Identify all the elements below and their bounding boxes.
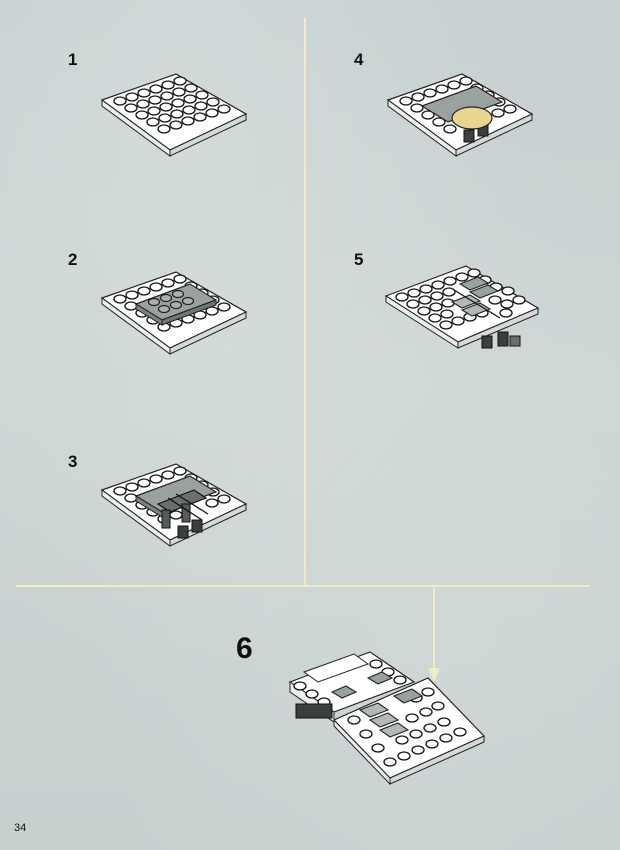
step-4-model	[386, 73, 534, 157]
lower-white-plate	[332, 677, 486, 786]
upper-white-assembly	[288, 651, 416, 723]
dark-hinge-parts	[481, 331, 521, 349]
step-number-3: 3	[68, 452, 78, 471]
gray-tile-row	[450, 276, 501, 319]
dark-underside-part	[295, 703, 333, 719]
tan-round-tile	[451, 106, 493, 130]
gray-plate-2x4	[134, 283, 218, 326]
horizontal-divider	[16, 585, 590, 587]
vertical-divider	[304, 18, 306, 586]
step-number-6: 6	[236, 632, 253, 665]
step-1-model	[100, 73, 248, 157]
step-number-2: 2	[68, 250, 78, 269]
page-number: 34	[14, 822, 27, 834]
gray-plate-2x4	[420, 85, 504, 123]
step-number-1: 1	[68, 50, 78, 69]
gray-tile-row	[358, 688, 424, 738]
step-number-4: 4	[354, 50, 364, 69]
step-3-model	[100, 463, 248, 547]
step-5-model	[384, 265, 540, 349]
step-2-model	[100, 271, 248, 355]
white-plate-6x6	[100, 73, 248, 157]
placement-arrow	[428, 588, 440, 682]
dark-hinge-parts	[156, 489, 209, 539]
step-6-model	[288, 588, 486, 786]
step-number-5: 5	[354, 250, 364, 269]
